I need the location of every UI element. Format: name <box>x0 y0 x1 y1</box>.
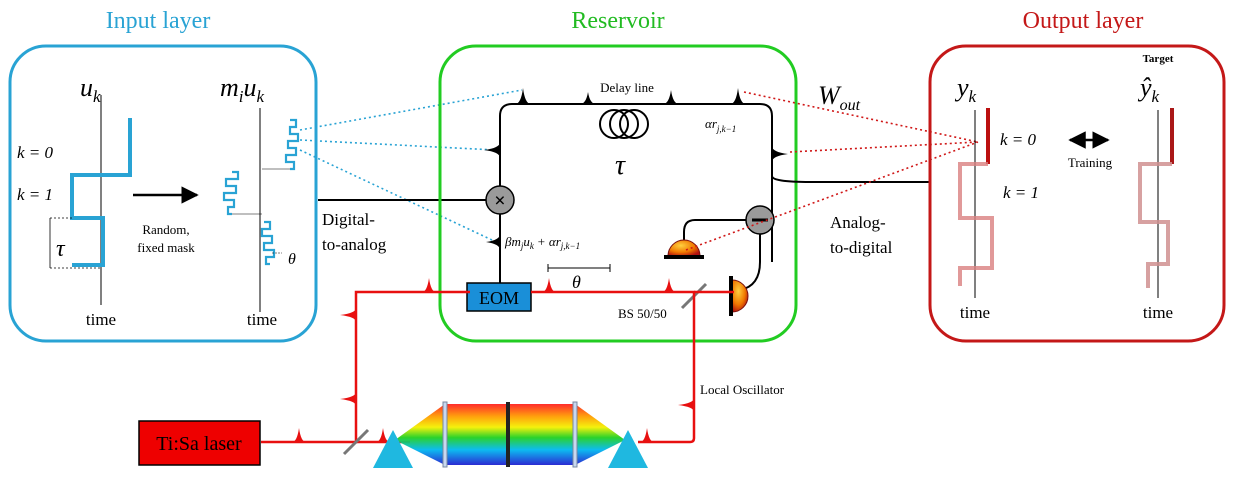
eom-box <box>466 282 532 312</box>
y-k-label: yk <box>954 73 977 106</box>
wout-line-3 <box>685 141 979 251</box>
projection-line-3 <box>299 149 493 241</box>
projection-line-2 <box>299 139 496 151</box>
mask-signal-label: miuk <box>220 73 265 106</box>
shaper-mask <box>506 402 510 467</box>
output-layer-title: Output layer <box>1023 8 1144 34</box>
detector1-wire <box>683 219 746 246</box>
wout-label: Wout <box>818 81 861 114</box>
target-label: Target <box>1143 53 1174 65</box>
k0-label-output: k = 0 <box>1000 130 1037 149</box>
beam-to-eom <box>261 290 470 444</box>
photodetector-2 <box>729 276 749 316</box>
local-oscillator-label: Local Oscillator <box>700 382 785 397</box>
tau-input-label: τ <box>56 236 66 262</box>
output-layer-box <box>928 44 1226 343</box>
delay-line-coil <box>599 109 649 139</box>
masked-waveform-segment-3 <box>260 220 276 266</box>
masked-waveform-segment-2 <box>222 170 240 216</box>
input-term-label: βmjuk+ αrj,k−1 <box>504 234 580 251</box>
eom-label: EOM <box>479 288 519 308</box>
photodetector-1 <box>664 239 704 259</box>
k1-label-output: k = 1 <box>1003 183 1039 202</box>
time-label-output-left: time <box>960 303 990 322</box>
wout-line-2 <box>789 141 979 153</box>
time-label-input-right: time <box>247 310 277 329</box>
k0-label-input: k = 0 <box>17 143 54 162</box>
mask-label-line1: Random, <box>142 222 189 237</box>
tau-reservoir-label: τ <box>615 150 626 181</box>
bs-label: BS 50/50 <box>618 306 667 321</box>
multiplier-icon: × <box>494 190 505 212</box>
masked-waveform-segment-1 <box>284 118 300 171</box>
beam-local-oscillator <box>531 290 696 444</box>
a2d-label-line1: Analog- <box>830 213 886 232</box>
time-label-input-left: time <box>86 310 116 329</box>
tisa-laser-box <box>138 420 261 466</box>
time-label-output-right: time <box>1143 303 1173 322</box>
beam-pulses <box>292 278 694 442</box>
a2d-label-line2: to-digital <box>830 238 893 257</box>
wout-line-1 <box>743 91 979 143</box>
projection-line-1 <box>299 89 523 131</box>
fiber-pulses-side <box>484 142 788 250</box>
prism-left <box>373 430 413 468</box>
k1-label-input: k = 1 <box>17 185 53 204</box>
theta-reservoir-label: θ <box>572 272 581 292</box>
u-k-label: uk <box>80 73 101 106</box>
d2a-label-line2: to-analog <box>322 235 387 254</box>
input-layer-box <box>8 44 318 343</box>
prism-right <box>608 430 648 468</box>
d2a-label-line1: Digital- <box>322 210 375 229</box>
fiber-loop <box>499 103 773 262</box>
input-layer-title: Input layer <box>106 8 211 34</box>
theta-input-label: θ <box>288 251 296 268</box>
reservoir-output-line <box>771 175 930 183</box>
tisa-laser-label: Ti:Sa laser <box>156 433 242 455</box>
reservoir-box <box>438 44 798 343</box>
shaper-lens-2 <box>572 401 578 468</box>
mask-label-line2: fixed mask <box>137 240 195 255</box>
training-label: Training <box>1068 155 1113 170</box>
feedback-term-label: αrj,k−1 <box>705 116 736 134</box>
y-hat-label: ŷk <box>1137 73 1160 106</box>
laser-beam-splitter <box>342 428 370 456</box>
detector2-wire <box>739 234 761 291</box>
target-waveform-faded <box>1138 162 1172 288</box>
delay-line-label: Delay line <box>600 80 654 95</box>
reservoir-title: Reservoir <box>571 8 664 34</box>
shaper-lens-1 <box>442 401 448 468</box>
fiber-pulses-top <box>515 88 746 104</box>
output-waveform-faded <box>958 162 994 286</box>
